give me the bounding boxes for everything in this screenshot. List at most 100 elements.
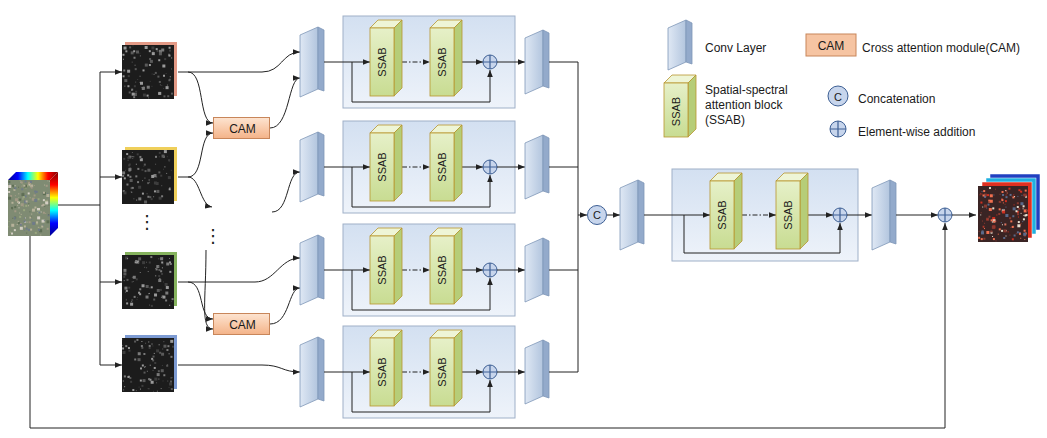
speckle: [156, 382, 157, 383]
speckle: [169, 383, 172, 386]
speckle: [166, 86, 169, 89]
speckle: [1008, 188, 1010, 190]
speckle: [146, 296, 149, 299]
wire: [808, 215, 833, 216]
speckle: [8, 181, 10, 183]
speckle: [159, 278, 160, 279]
speckle: [1022, 221, 1023, 222]
legend-text: Conv Layer: [705, 41, 766, 56]
speckle: [158, 269, 160, 271]
speckle: [159, 81, 161, 83]
wire: [178, 258, 300, 282]
speckle: [13, 186, 14, 187]
label-holder: C: [834, 87, 842, 105]
wire: [100, 365, 122, 366]
speckle: [127, 85, 129, 87]
add-cross: [483, 263, 497, 277]
wire: [100, 177, 122, 178]
conv-face: [300, 337, 318, 407]
speckle: [19, 213, 20, 214]
speckle: [22, 184, 23, 185]
speckle: [1026, 210, 1028, 212]
speckle: [134, 358, 136, 360]
wire: [462, 167, 483, 168]
speckle: [122, 345, 123, 346]
speckle: [999, 228, 1001, 230]
wire: [549, 372, 578, 373]
speckle: [133, 276, 136, 279]
speckle: [1020, 225, 1021, 226]
speckle: [127, 258, 128, 259]
speckle: [1020, 238, 1021, 239]
ellipsis-dots: ⋮: [138, 212, 156, 232]
legend-item: Cross attention module(CAM): [862, 38, 1020, 56]
conv-face: [525, 135, 543, 199]
speckle: [158, 59, 160, 61]
speckle: [142, 87, 145, 90]
wire: [462, 372, 483, 373]
add-circle: [938, 208, 952, 222]
speckle: [43, 224, 44, 225]
speckle: [1012, 215, 1014, 217]
speckle: [981, 231, 984, 234]
wire: [462, 270, 483, 271]
node-face: SSAB: [430, 28, 454, 96]
speckle: [172, 346, 174, 348]
speckle: [169, 258, 170, 259]
speckle: [1006, 235, 1007, 236]
speckle: [1013, 207, 1016, 210]
speckle: [1017, 196, 1018, 197]
speckle: [160, 84, 161, 85]
speckle: [17, 201, 19, 203]
dashed-arrow: [402, 270, 430, 271]
speckle: [170, 380, 172, 382]
label-holder: ⋮: [138, 212, 156, 232]
speckle: [168, 55, 170, 57]
node-text: SSAB: [375, 152, 389, 181]
speckle: [125, 345, 127, 347]
speckle: [1017, 224, 1020, 227]
cube-front: [978, 186, 1028, 242]
node-face: CAM: [214, 118, 271, 140]
node-text: CAM: [229, 318, 256, 332]
speckle: [24, 230, 25, 231]
speckle: [157, 391, 158, 392]
ssab-side: [394, 228, 402, 304]
speckle: [137, 168, 139, 170]
speckle: [28, 203, 29, 204]
speckle: [169, 50, 171, 52]
speckle: [132, 187, 134, 189]
speckle: [28, 205, 29, 206]
conv-edge: [543, 238, 549, 296]
conv-edge: [543, 30, 549, 88]
speckle: [128, 168, 131, 171]
speckle: [981, 212, 982, 213]
speckle: [130, 179, 133, 182]
speckle: [155, 156, 157, 158]
node-text: CAM: [229, 122, 256, 136]
speckle: [138, 257, 141, 260]
speckle: [148, 97, 149, 98]
speckle: [984, 223, 985, 224]
speckle: [41, 205, 42, 206]
speckle: [163, 95, 165, 97]
wire: [324, 167, 370, 168]
speckle: [171, 388, 173, 390]
speckle: [171, 301, 172, 302]
speckle: [1009, 217, 1011, 219]
speckle: [142, 261, 145, 264]
speckle: [21, 203, 24, 206]
ssab-side: [800, 173, 808, 249]
speckle: [160, 270, 162, 272]
speckle: [126, 299, 127, 300]
speckle: [12, 185, 14, 187]
speckle: [154, 293, 157, 296]
speckle: [47, 200, 48, 201]
speckle: [1025, 190, 1027, 192]
speckle: [14, 217, 16, 219]
speckle: [1005, 204, 1006, 205]
speckle: [983, 190, 985, 192]
speckle: [171, 57, 172, 58]
